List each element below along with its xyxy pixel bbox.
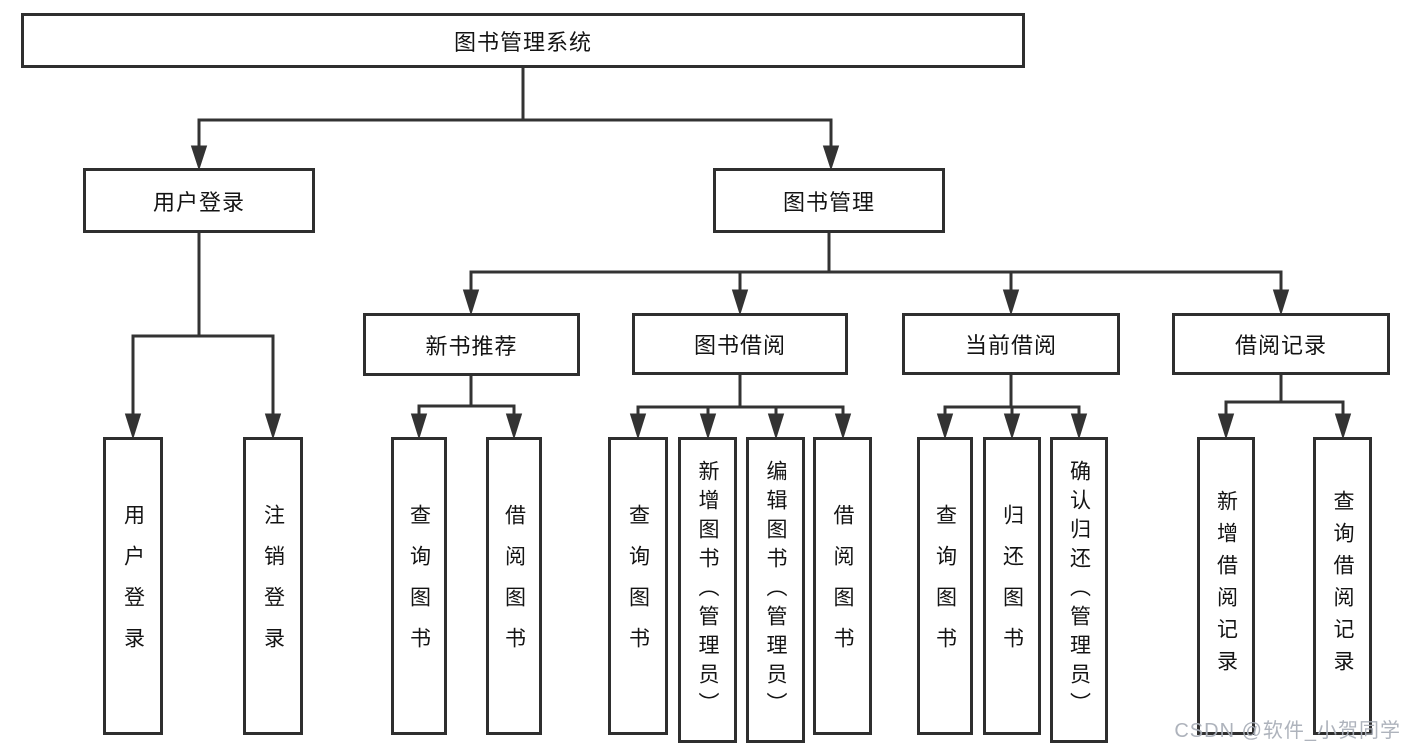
node-new-book-rec: 新书推荐 [363,313,580,376]
connector-current-borrow-to-children [936,375,1088,440]
connector-new-book-rec-to-children [410,376,523,440]
node-current-borrow-label: 当前借阅 [964,333,1057,358]
node-book-borrow-label: 图书借阅 [693,333,786,358]
leaf-edit-books-admin: 编辑图书（管理员） [746,437,805,743]
connector-book-borrow-to-children [629,375,852,440]
leaf-confirm-return-admin: 确认归还（管理员） [1050,437,1108,743]
node-book-mgmt-module: 图书管理 [713,168,945,233]
leaf-user-login: 用户登录 [103,437,163,735]
connector-borrow-records-to-children [1217,375,1352,440]
leaf-current-query-books: 查询图书 [917,437,973,735]
node-root-system: 图书管理系统 [21,13,1025,68]
leaf-rec-borrow-books-label: 借阅图书 [502,504,526,668]
node-user-login-module-label: 用户登录 [152,189,245,215]
leaf-add-borrow-record: 新增借阅记录 [1197,437,1255,735]
node-user-login-module: 用户登录 [83,168,315,233]
node-book-mgmt-module-label: 图书管理 [782,189,875,215]
leaf-edit-books-admin-label: 编辑图书（管理员） [764,459,787,721]
leaf-add-books-admin: 新增图书（管理员） [678,437,737,743]
leaf-query-borrow-record: 查询借阅记录 [1313,437,1372,735]
node-book-borrow: 图书借阅 [632,313,848,375]
leaf-borrow-query-books: 查询图书 [608,437,668,735]
csdn-watermark: CSDN @软件_小贺同学 [1174,720,1401,742]
leaf-logout: 注销登录 [243,437,303,735]
leaf-return-books-label: 归还图书 [1000,504,1024,668]
leaf-user-login-label: 用户登录 [121,504,145,668]
leaf-confirm-return-admin-label: 确认归还（管理员） [1067,459,1091,721]
leaf-add-books-admin-label: 新增图书（管理员） [696,459,719,721]
leaf-return-books: 归还图书 [983,437,1041,735]
leaf-add-borrow-record-label: 新增借阅记录 [1214,490,1238,682]
leaf-rec-borrow-books: 借阅图书 [486,437,542,735]
node-root-system-label: 图书管理系统 [453,29,592,55]
leaf-borrow-books-label: 借阅图书 [831,504,854,668]
leaf-borrow-books: 借阅图书 [813,437,872,735]
leaf-logout-label: 注销登录 [261,504,285,668]
leaf-query-borrow-record-label: 查询借阅记录 [1331,490,1354,682]
node-borrow-records-label: 借阅记录 [1234,333,1327,358]
leaf-current-query-books-label: 查询图书 [933,504,957,668]
node-current-borrow: 当前借阅 [902,313,1120,375]
leaf-borrow-query-books-label: 查询图书 [626,504,650,668]
leaf-rec-query-books: 查询图书 [391,437,447,735]
leaf-rec-query-books-label: 查询图书 [407,504,431,668]
connector-user-login-to-children [124,233,282,440]
connector-book-mgmt-to-level3 [462,233,1290,316]
connector-root-to-level2 [190,68,840,171]
node-borrow-records: 借阅记录 [1172,313,1390,375]
node-new-book-rec-label: 新书推荐 [425,333,518,359]
